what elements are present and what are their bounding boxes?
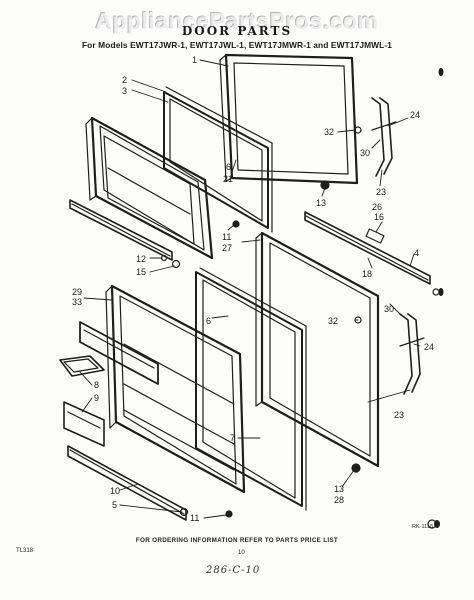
fresh-food-door-outer-panel bbox=[255, 231, 380, 468]
callout-13b: 13 bbox=[334, 484, 344, 494]
callout-28: 28 bbox=[334, 495, 344, 505]
handwritten-annotation: 286-C-10 bbox=[206, 565, 261, 576]
callout-7: 7 bbox=[230, 433, 235, 443]
watermark: AppliancePartsPros.com bbox=[95, 8, 379, 34]
callout-16: 16 bbox=[374, 212, 384, 222]
page-title: DOOR PARTS bbox=[181, 24, 293, 38]
callout-33: 33 bbox=[72, 297, 82, 307]
callout-8: 8 bbox=[94, 380, 99, 390]
callout-1: 1 bbox=[192, 55, 197, 65]
fasteners-lower bbox=[225, 510, 437, 529]
callout-10: 10 bbox=[110, 486, 120, 496]
callout-6a: 6 bbox=[226, 162, 231, 172]
upper-hinge-assembly bbox=[320, 97, 397, 190]
callout-labels: 1 2 3 32 24 30 6 21 23 13 26 16 11 27 4 … bbox=[72, 55, 434, 523]
callout-32b: 32 bbox=[328, 316, 338, 326]
page-margin-marks bbox=[434, 68, 444, 528]
callout-2: 2 bbox=[122, 75, 127, 85]
lower-hinge-assembly bbox=[351, 313, 425, 473]
callout-24b: 24 bbox=[424, 342, 434, 352]
butter-compartment bbox=[59, 355, 105, 377]
callout-15: 15 bbox=[136, 267, 146, 277]
fresh-food-inner-liner bbox=[105, 284, 246, 494]
callout-23b: 23 bbox=[394, 410, 404, 420]
callout-24a: 24 bbox=[410, 110, 420, 120]
reference-code: RK-1118 bbox=[412, 524, 433, 530]
callout-32a: 32 bbox=[324, 127, 334, 137]
freezer-door-gasket bbox=[163, 86, 273, 233]
callout-12: 12 bbox=[136, 254, 146, 264]
callout-4: 4 bbox=[414, 248, 419, 258]
callout-26: 26 bbox=[372, 202, 382, 212]
callout-13a: 13 bbox=[316, 198, 326, 208]
callout-5: 5 bbox=[112, 500, 117, 510]
callout-30b: 30 bbox=[384, 304, 394, 314]
freezer-trim-strip bbox=[69, 199, 173, 261]
callout-9: 9 bbox=[94, 393, 99, 403]
page-number: 10 bbox=[238, 550, 245, 556]
freezer-door-inner-liner bbox=[85, 116, 214, 260]
ordering-info-note: FOR ORDERING INFORMATION REFER TO PARTS … bbox=[135, 537, 339, 544]
callout-18: 18 bbox=[362, 269, 372, 279]
callout-11b: 11 bbox=[190, 513, 199, 523]
callout-27: 27 bbox=[222, 243, 232, 253]
model-list-subtitle: For Models EWT17JWR-1, EWT17JWL-1, EWT17… bbox=[81, 40, 393, 50]
callout-3: 3 bbox=[122, 86, 127, 96]
fresh-food-door-gasket bbox=[195, 267, 307, 511]
callout-6b: 6 bbox=[206, 316, 211, 326]
freezer-door-outer-panel bbox=[219, 53, 359, 185]
callout-leader-lines bbox=[79, 59, 421, 519]
document-code: TL318 bbox=[16, 548, 34, 554]
callout-23a: 23 bbox=[376, 187, 386, 197]
callout-29: 29 bbox=[72, 287, 82, 297]
dairy-door bbox=[63, 401, 105, 447]
fasteners-upper bbox=[160, 220, 240, 269]
callout-30a: 30 bbox=[360, 148, 370, 158]
callout-11a: 11 bbox=[222, 232, 231, 242]
callout-21: 21 bbox=[223, 174, 233, 184]
fresh-food-trim-strip bbox=[67, 445, 189, 521]
door-shelf-rail bbox=[79, 321, 159, 385]
